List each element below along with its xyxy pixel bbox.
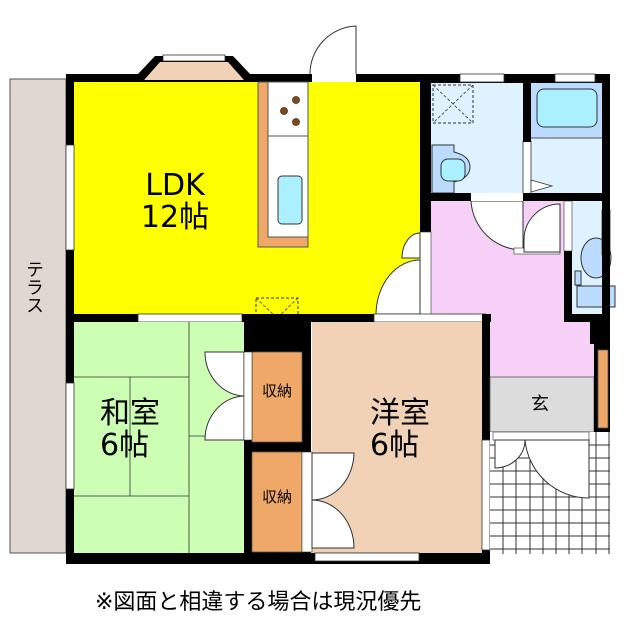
bathroom-door xyxy=(522,140,532,195)
sink-icon xyxy=(277,175,303,225)
label-storage-lower: 収納 xyxy=(261,488,292,506)
door-swing xyxy=(523,203,561,253)
room-genkan xyxy=(489,376,595,433)
window xyxy=(554,73,596,83)
window xyxy=(481,439,491,551)
shoe-cabinet xyxy=(597,349,609,429)
window xyxy=(65,144,75,251)
label-genkan: 玄 xyxy=(531,394,549,415)
storage-lower xyxy=(251,451,303,553)
label-washitsu: 和室 6帖 xyxy=(100,398,180,461)
bay-window xyxy=(144,60,244,80)
youshitsu-size: 6帖 xyxy=(370,427,420,463)
bathtub-icon xyxy=(536,88,598,128)
entrance-door-swing[interactable] xyxy=(524,439,590,499)
stove-burner-icon xyxy=(292,96,300,104)
stove-burner-icon xyxy=(280,107,288,115)
door-swing xyxy=(311,499,355,549)
door-swing xyxy=(401,232,421,259)
washitsu-size: 6帖 xyxy=(100,427,150,463)
youshitsu-name: 洋室 xyxy=(370,396,430,431)
storage-upper xyxy=(251,351,303,443)
ldk-size: 12帖 xyxy=(140,199,210,235)
window xyxy=(137,313,243,323)
door-swing xyxy=(309,25,357,75)
washitsu-name: 和室 xyxy=(100,396,160,431)
window xyxy=(459,73,505,83)
washing-machine-space xyxy=(432,84,474,124)
door-swing xyxy=(204,395,245,441)
terrace xyxy=(9,78,67,554)
label-terrace: テラス xyxy=(23,260,44,314)
label-storage-upper: 収納 xyxy=(261,382,292,400)
door-swing xyxy=(204,351,245,397)
entrance-door-swing[interactable] xyxy=(494,439,526,469)
disclaimer-note: ※図面と相違する場合は現況優先 xyxy=(95,590,422,615)
window xyxy=(65,382,75,490)
label-ldk: LDK 12帖 xyxy=(120,170,230,233)
label-youshitsu: 洋室 6帖 xyxy=(370,398,450,461)
ldk-name: LDK xyxy=(145,168,205,203)
room-ldk xyxy=(74,82,424,314)
stove-burner-icon xyxy=(292,118,300,126)
